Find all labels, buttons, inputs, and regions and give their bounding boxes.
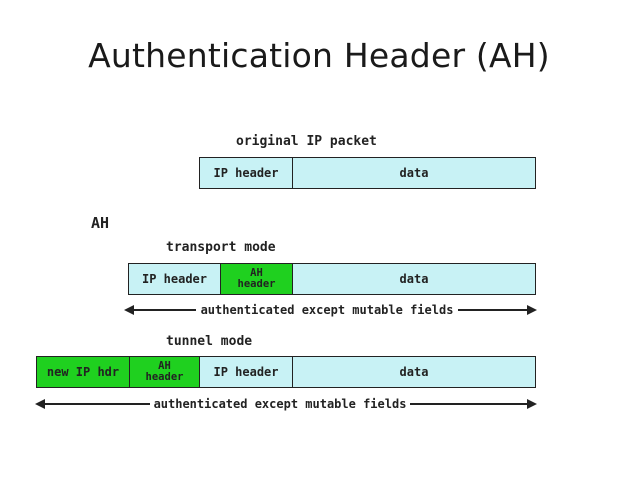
transport-mode-label: transport mode	[166, 240, 276, 255]
tunnel-ah-header-cell: AH header	[129, 357, 199, 387]
tunnel-data-cell: data	[292, 357, 535, 387]
tunnel-packet-row: new IP hdr AH header IP header data	[36, 356, 536, 388]
tunnel-new-ip-hdr-cell: new IP hdr	[37, 357, 129, 387]
original-data-cell: data	[292, 158, 535, 188]
original-packet-row: IP header data	[199, 157, 536, 189]
tunnel-ip-header-cell: IP header	[199, 357, 292, 387]
transport-ah-header-cell: AH header	[220, 264, 292, 294]
tunnel-auth-arrow: authenticated except mutable fields	[35, 397, 537, 411]
transport-auth-arrow: authenticated except mutable fields	[124, 303, 537, 317]
tunnel-auth-text: authenticated except mutable fields	[154, 397, 407, 411]
slide-title: Authentication Header (AH)	[88, 36, 550, 75]
original-ip-header-cell: IP header	[200, 158, 292, 188]
transport-ip-header-cell: IP header	[129, 264, 220, 294]
ah-section-label: AH	[91, 214, 110, 232]
transport-packet-row: IP header AH header data	[128, 263, 536, 295]
transport-data-cell: data	[292, 264, 535, 294]
transport-auth-text: authenticated except mutable fields	[201, 303, 454, 317]
tunnel-mode-label: tunnel mode	[166, 334, 253, 349]
original-packet-label: original IP packet	[236, 134, 377, 149]
